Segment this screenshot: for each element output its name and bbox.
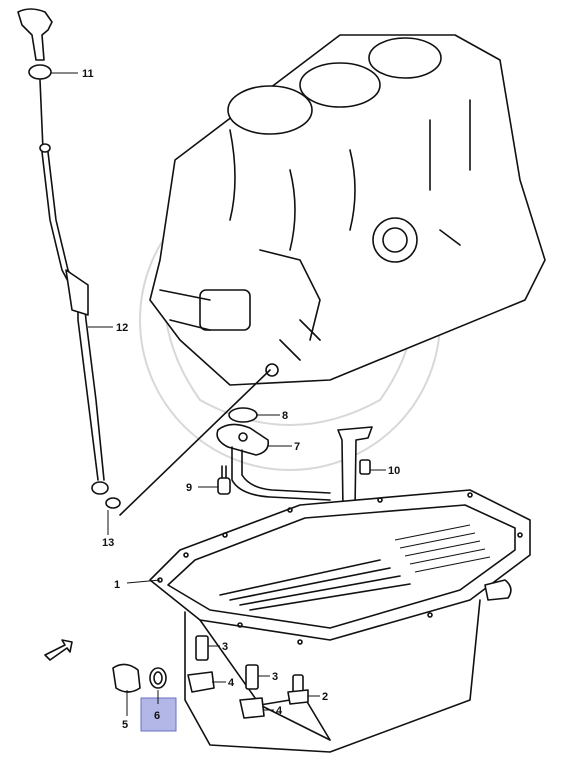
callout-9: 9 bbox=[186, 482, 192, 494]
callout-2: 2 bbox=[322, 691, 328, 703]
callout-7: 7 bbox=[294, 441, 300, 453]
callout-1: 1 bbox=[114, 579, 120, 591]
callout-10: 10 bbox=[388, 465, 400, 477]
fasteners bbox=[44, 635, 309, 719]
callout-4-upper: 4 bbox=[228, 677, 235, 689]
callout-8: 8 bbox=[282, 410, 288, 422]
oil-pipe-parts bbox=[216, 407, 331, 501]
leader-lines bbox=[51, 72, 386, 716]
callout-5: 5 bbox=[122, 719, 128, 731]
callout-12: 12 bbox=[116, 322, 128, 334]
oil-pan bbox=[149, 489, 531, 753]
callout-4-lower: 4 bbox=[276, 705, 283, 717]
callout-11: 11 bbox=[82, 68, 94, 80]
pan-bolt-holes bbox=[157, 492, 523, 645]
callout-13: 13 bbox=[102, 537, 114, 549]
callout-6: 6 bbox=[154, 710, 160, 722]
callout-3-upper: 3 bbox=[222, 641, 228, 653]
callout-labels: 11 12 13 8 7 9 10 1 3 3 4 4 2 5 6 bbox=[82, 68, 400, 731]
callout-3-lower: 3 bbox=[272, 671, 278, 683]
dipstick-assembly bbox=[17, 8, 271, 516]
engine-block bbox=[149, 34, 546, 386]
